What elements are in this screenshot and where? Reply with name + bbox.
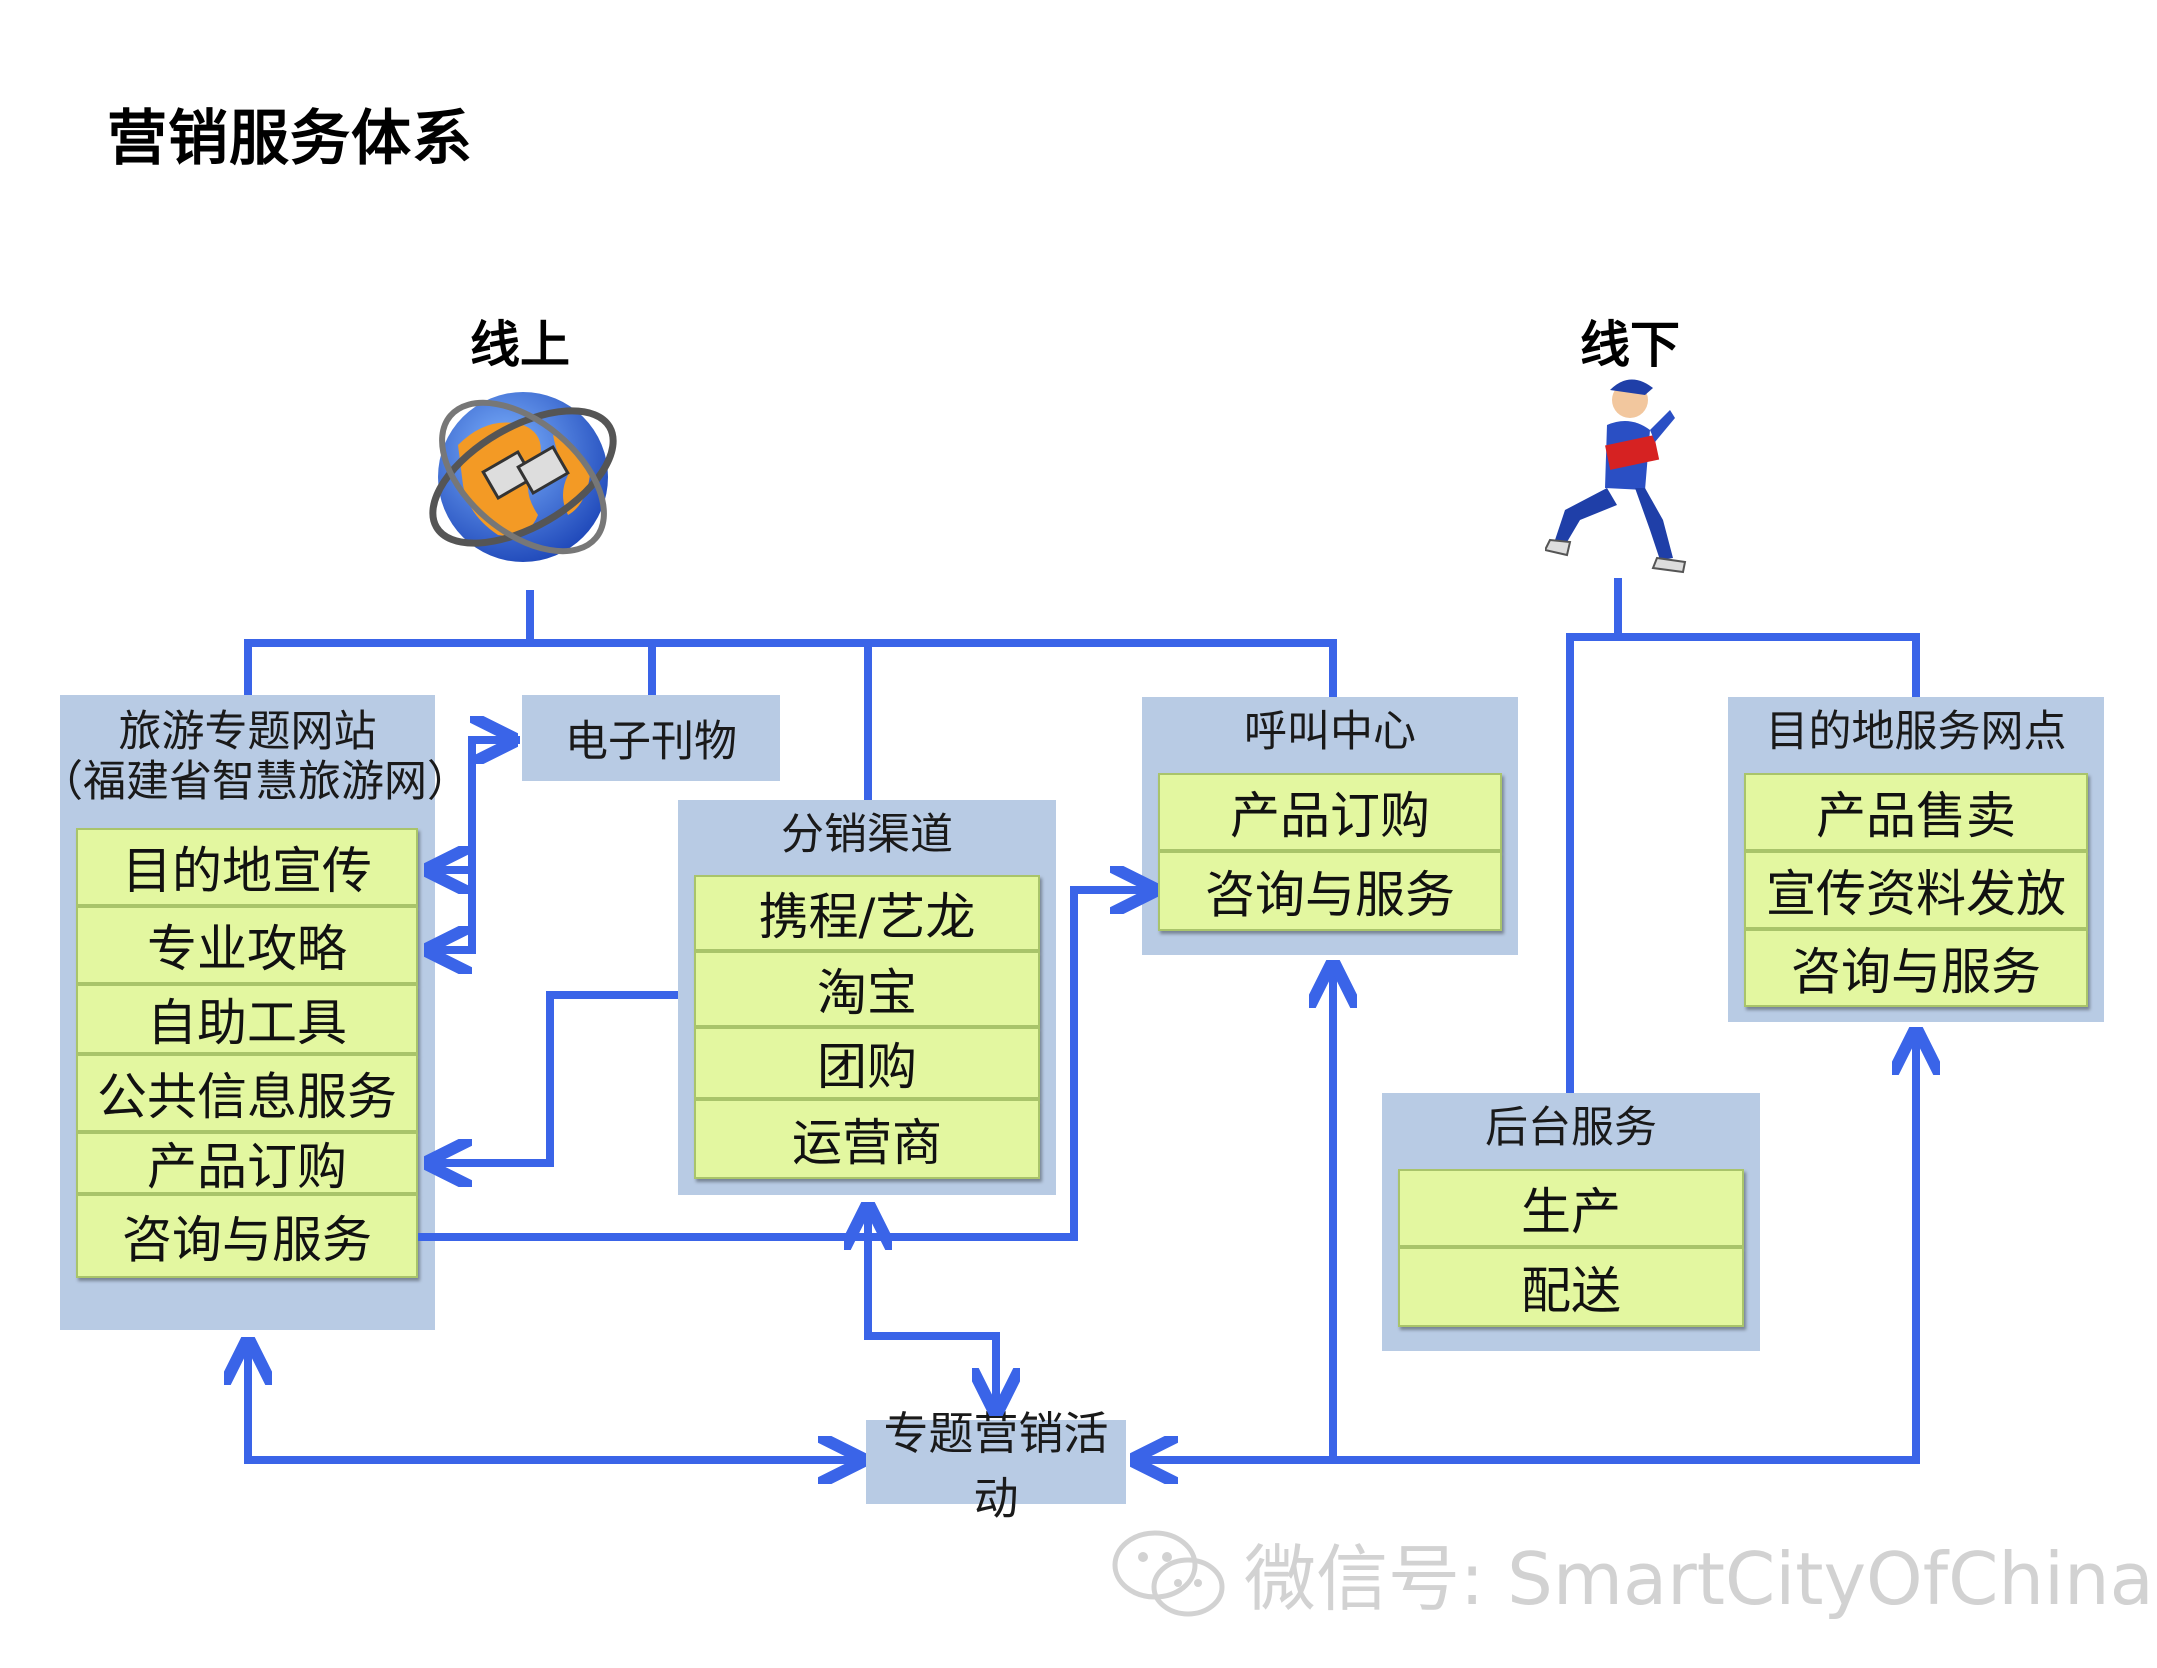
item-product-order[interactable]: 产品订购 bbox=[76, 1132, 418, 1196]
connector-campaign-points bbox=[1138, 1035, 1916, 1460]
destination-points-title: 目的地服务网点 bbox=[1765, 707, 2067, 757]
watermark: 微信号: SmartCityOfChina bbox=[1110, 1520, 2154, 1625]
item-cc-consult[interactable]: 咨询与服务 bbox=[1158, 851, 1502, 931]
connector-consult-callcenter bbox=[418, 890, 1150, 1241]
connector-offline-bus bbox=[1566, 633, 1920, 1093]
item-self-tools[interactable]: 自助工具 bbox=[76, 984, 418, 1054]
connector-emag-guide bbox=[432, 736, 520, 950]
running-courier-icon bbox=[1545, 379, 1687, 574]
item-public-info[interactable]: 公共信息服务 bbox=[76, 1054, 418, 1132]
connector-online-bus bbox=[244, 639, 1337, 697]
item-product-sale[interactable]: 产品售卖 bbox=[1744, 773, 2088, 851]
item-ctrip-elong[interactable]: 携程/艺龙 bbox=[694, 875, 1040, 951]
item-operator[interactable]: 运营商 bbox=[694, 1099, 1040, 1179]
connector-dist-order bbox=[432, 991, 678, 1163]
item-pro-guide[interactable]: 专业攻略 bbox=[76, 906, 418, 984]
page-title: 营销服务体系 bbox=[107, 104, 473, 174]
item-cc-product-order[interactable]: 产品订购 bbox=[1158, 773, 1502, 851]
globe-plug-icon bbox=[429, 392, 617, 562]
call-center-title: 呼叫中心 bbox=[1244, 707, 1416, 757]
tourism-site-subtitle: （福建省智慧旅游网） bbox=[40, 757, 470, 807]
item-taobao[interactable]: 淘宝 bbox=[694, 951, 1040, 1027]
item-brochure[interactable]: 宣传资料发放 bbox=[1744, 851, 2088, 929]
distribution-title: 分销渠道 bbox=[781, 810, 953, 860]
tourism-site-title: 旅游专题网站 bbox=[118, 707, 377, 757]
watermark-text: 微信号: SmartCityOfChina bbox=[1244, 1537, 2154, 1621]
connector-dist-campaign bbox=[868, 1210, 996, 1408]
item-group-buy[interactable]: 团购 bbox=[694, 1027, 1040, 1099]
e-magazine-box[interactable]: 电子刊物 bbox=[522, 695, 780, 781]
connector-site-campaign bbox=[248, 1345, 858, 1460]
offline-label: 线下 bbox=[1580, 316, 1680, 374]
item-consult-service[interactable]: 咨询与服务 bbox=[76, 1194, 418, 1278]
online-label: 线上 bbox=[470, 316, 570, 374]
item-dp-consult[interactable]: 咨询与服务 bbox=[1744, 929, 2088, 1007]
wechat-icon bbox=[1112, 1530, 1225, 1616]
item-destination-promo[interactable]: 目的地宣传 bbox=[76, 828, 418, 906]
